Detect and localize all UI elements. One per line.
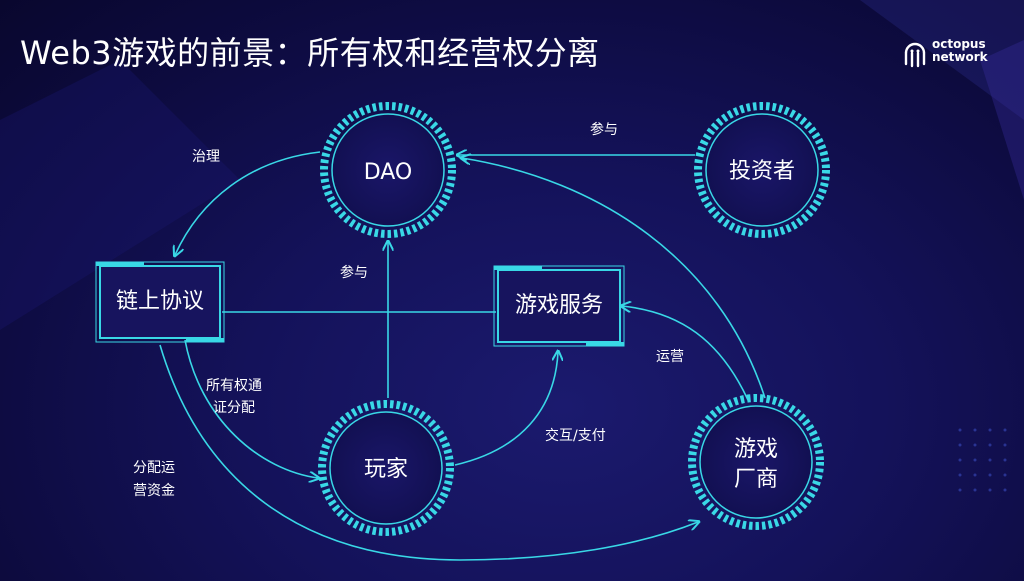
edge-label-ownership-1: 所有权通 [206, 378, 262, 394]
edge-label-fund-2: 营资金 [133, 483, 175, 499]
dao-node: DAO [320, 102, 456, 238]
logo: octopus network [902, 38, 1012, 74]
edge-label-participate-player: 参与 [340, 264, 368, 281]
player-label: 玩家 [364, 457, 408, 482]
investor-label: 投资者 [729, 159, 795, 184]
investor-node: 投资者 [694, 102, 830, 238]
edge-label-interact-pay: 交互/支付 [545, 427, 606, 444]
edge-label-govern: 治理 [192, 149, 220, 165]
player-node: 玩家 [318, 400, 454, 536]
dao-label: DAO [364, 160, 413, 185]
edge-vendor-operate-gameservice [622, 306, 749, 401]
logo-line2: network [932, 50, 988, 64]
game-vendor-node: 游戏 厂商 [688, 394, 824, 530]
edge-label-fund-1: 分配运 [133, 460, 175, 476]
edge-label-ownership-2: 证分配 [213, 400, 255, 416]
protocol-label: 链上协议 [116, 289, 204, 314]
edge-protocol-fund-vendor [159, 344, 698, 561]
page-title: Web3游戏的前景：所有权和经营权分离 [20, 34, 600, 72]
edge-vendor-dao [462, 158, 766, 399]
edge-player-interact-gameservice [454, 352, 558, 466]
edge-label-operate: 运营 [656, 349, 684, 365]
edge-protocol-ownership-player [184, 339, 318, 478]
edge-dao-govern-protocol [175, 151, 321, 255]
protocol-box: 链上协议 [95, 261, 225, 343]
logo-line1: octopus [932, 37, 986, 51]
game-service-label: 游戏服务 [515, 293, 603, 318]
game-service-box: 游戏服务 [493, 265, 625, 347]
vendor-label-line2: 厂商 [734, 467, 778, 492]
edge-label-participate-investor: 参与 [590, 121, 618, 138]
octopus-icon [904, 42, 926, 68]
vendor-label-line1: 游戏 [734, 437, 778, 462]
